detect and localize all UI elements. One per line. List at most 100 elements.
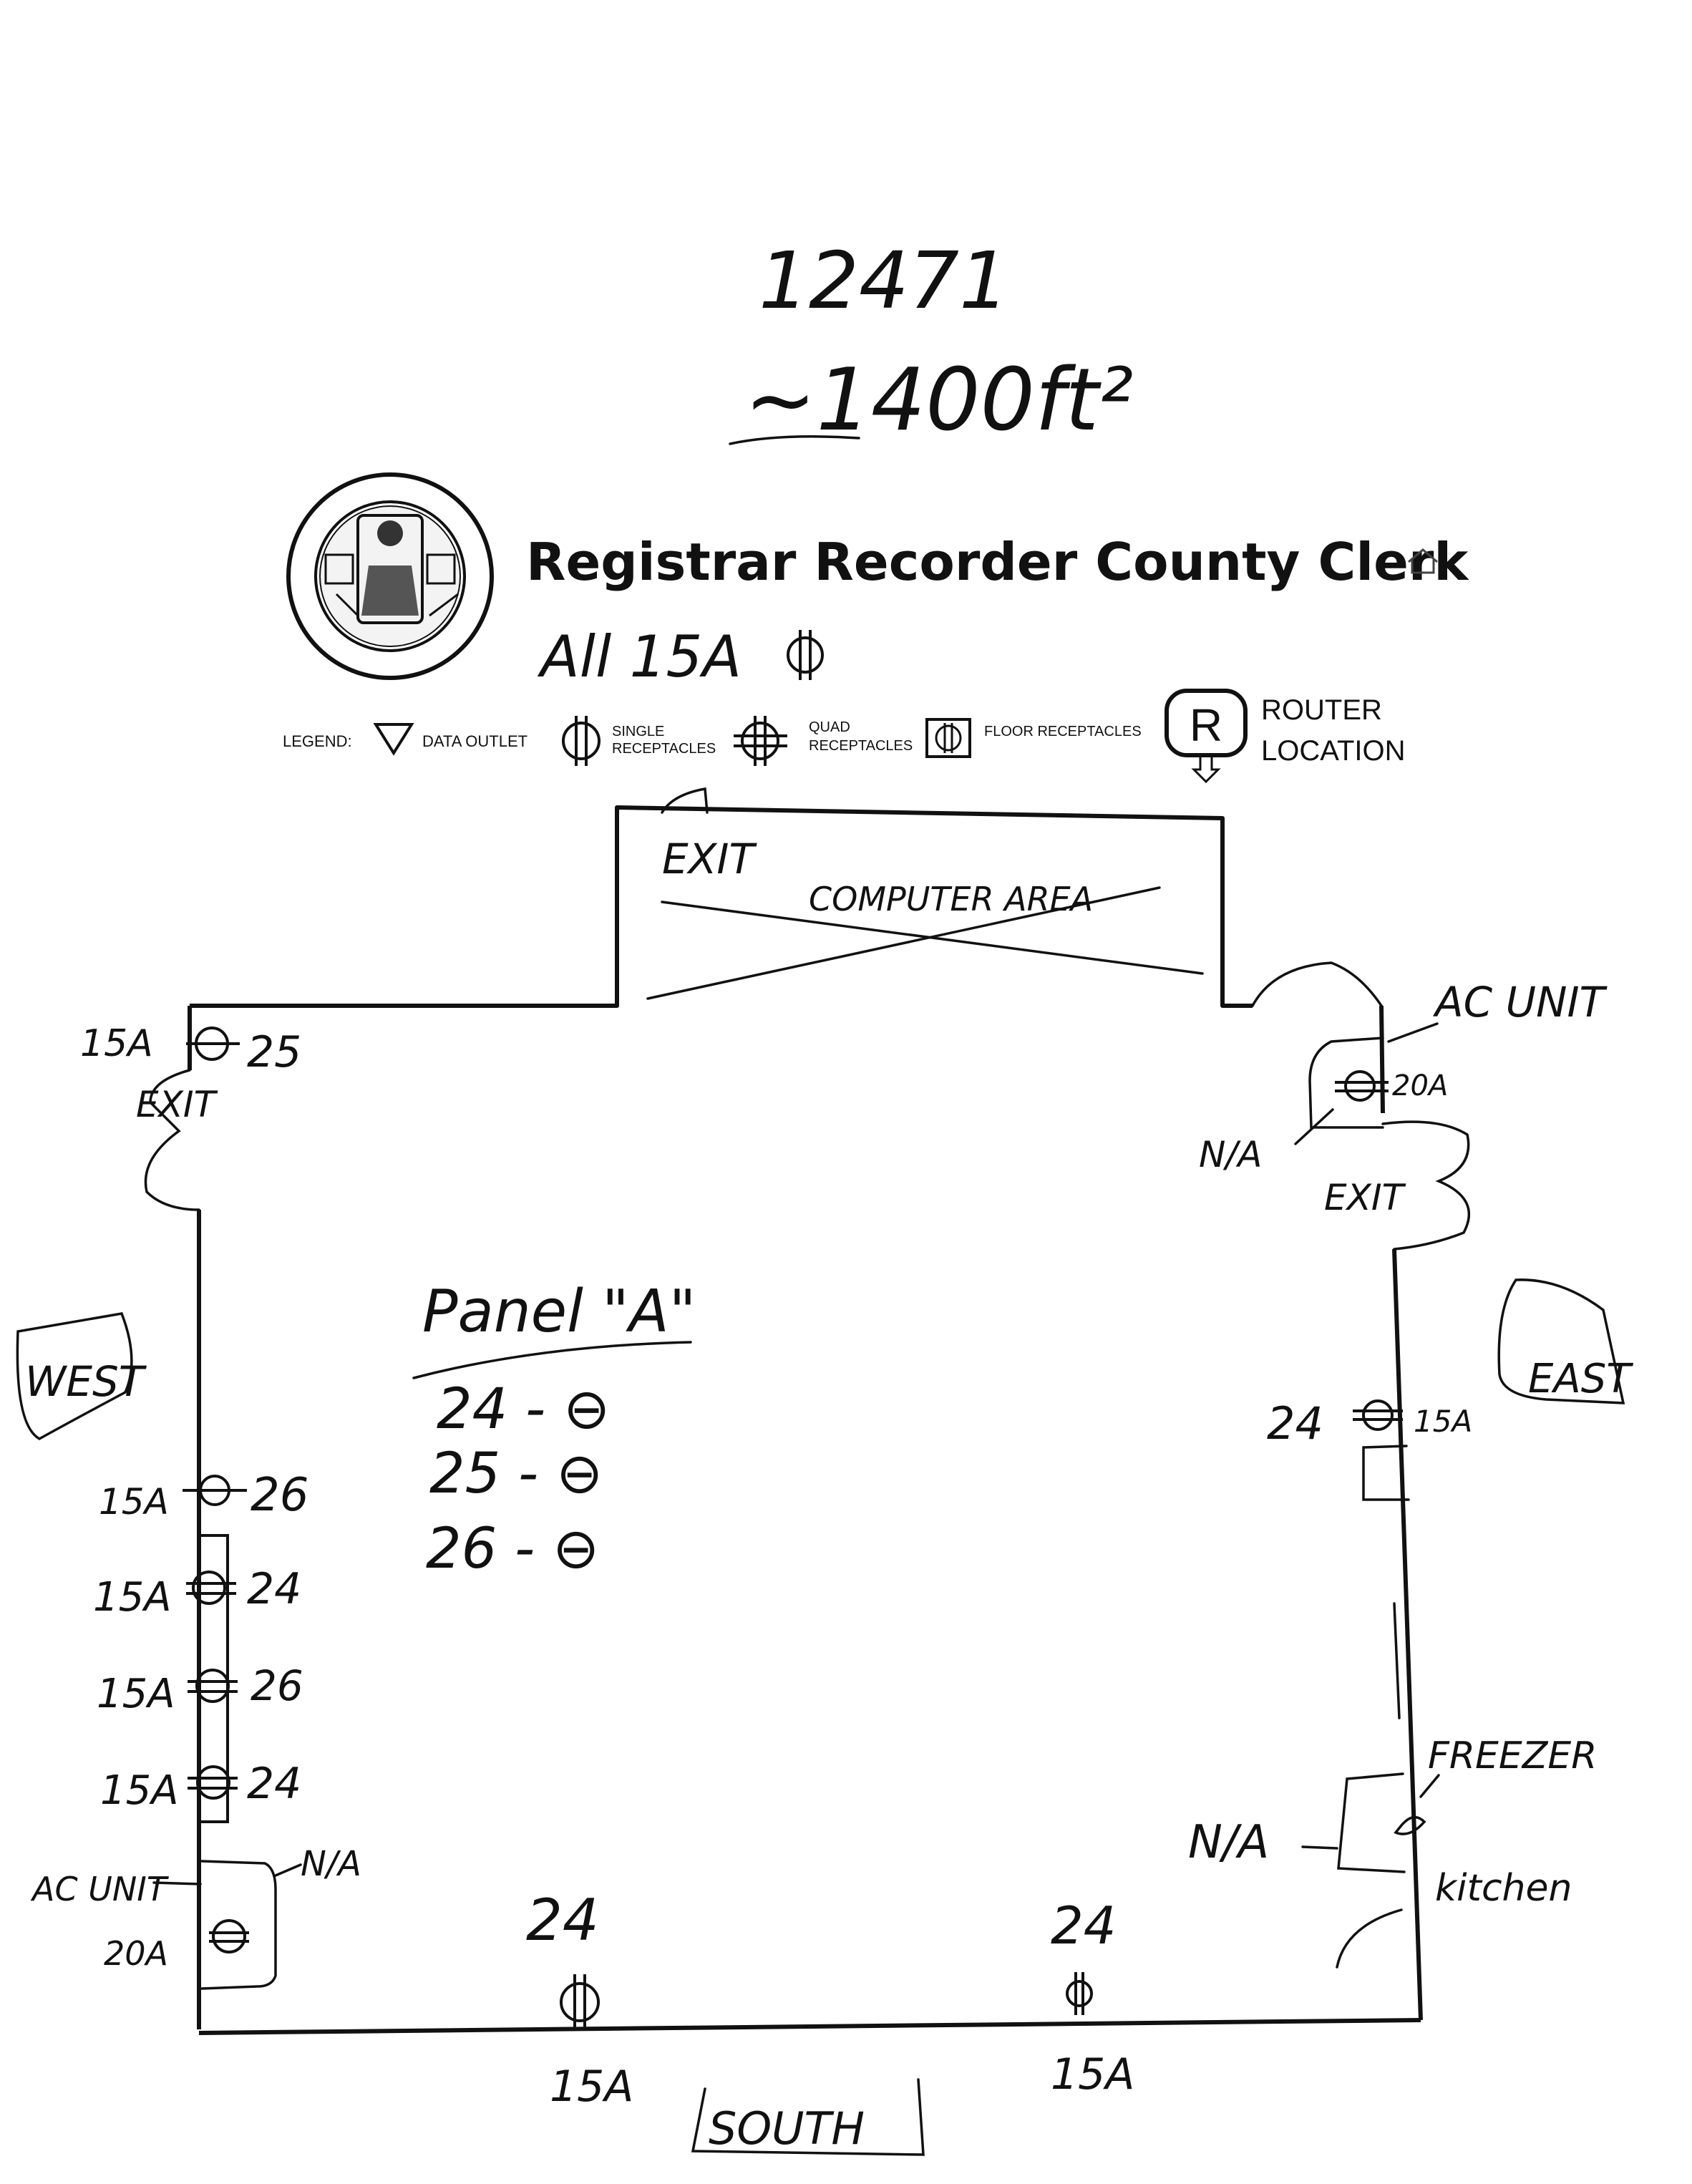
east-label: EAST (1528, 1356, 1633, 1402)
legend-single-line1: SINGLE (612, 724, 664, 739)
freezer-outlet-icon (1394, 1815, 1426, 1835)
freezer-leader (1419, 1774, 1440, 1798)
west-label: WEST (25, 1357, 147, 1406)
south-label: SOUTH (709, 2102, 865, 2155)
ac-unit-left-label: AC UNIT (30, 1870, 170, 1908)
outlet-south-2-amps: 15A (1051, 2049, 1134, 2100)
west-ac-unit-box (200, 1860, 277, 1990)
outlet-west-3-icon (188, 1669, 238, 1703)
panel-a-schedule: Panel "A" 24 - ⊖ 25 - ⊖ 26 - ⊖ (412, 1278, 696, 1581)
outlet-top-left-circuit: 25 (247, 1027, 301, 1077)
south-direction-box (691, 2078, 925, 2156)
outlet-west-2-icon (186, 1571, 236, 1605)
legend-floor: FLOOR RECEPTACLES (984, 724, 1142, 739)
legend-single-line2: RECEPTACLES (612, 741, 716, 757)
computer-area-cross-b (646, 886, 1161, 1000)
single-receptacle-note-icon (787, 630, 824, 680)
east-exit-door (1381, 1120, 1471, 1251)
na-kitchen-label: N/A (1188, 1816, 1269, 1869)
square-footage: ~1400ft² (744, 351, 1133, 450)
ac-unit-right-amps: 20A (1392, 1069, 1448, 1102)
freezer-box (1337, 1772, 1406, 1873)
na-kitchen-leader (1301, 1845, 1338, 1850)
outlet-south-1-circuit: 24 (526, 1887, 599, 1954)
outlet-west-4-icon (188, 1765, 238, 1800)
outlet-west-4-amps: 15A (100, 1767, 179, 1814)
outlet-south-1-amps: 15A (550, 2062, 633, 2112)
west-ac-outlet-icon (209, 1919, 249, 1954)
east-fixture-box (1362, 1445, 1410, 1501)
exit-left-label: EXIT (136, 1084, 218, 1125)
outlet-west-4-circuit: 24 (247, 1759, 301, 1809)
na-right-top-leader (1294, 1108, 1334, 1145)
job-number: 12471 (759, 235, 1009, 326)
west-direction-box (16, 1312, 133, 1441)
na-left-leader (274, 1863, 302, 1877)
panel-circuit-24: 24 - ⊖ (437, 1377, 610, 1442)
panel-title: Panel "A" (422, 1278, 696, 1346)
panel-underline (412, 1341, 692, 1379)
outlet-west-3-amps: 15A (97, 1671, 175, 1717)
south-wall (198, 2018, 1421, 2035)
west-exit-door (144, 1069, 200, 1211)
legend-data-outlet: DATA OUTLET (422, 732, 527, 750)
router-icon: R (1165, 689, 1248, 784)
single-receptacle-icon (562, 716, 601, 766)
exit-right-label: EXIT (1324, 1177, 1406, 1218)
legend-router-line1: ROUTER (1261, 694, 1382, 726)
outlet-west-3-circuit: 26 (251, 1661, 303, 1710)
north-east-door (1251, 961, 1383, 1007)
east-wall (1392, 1248, 1423, 2021)
outlet-west-1-icon (183, 1475, 247, 1506)
na-right-top-label: N/A (1199, 1134, 1262, 1175)
building-outline (188, 805, 1423, 2035)
home-icon (1408, 548, 1438, 574)
east-wall-top (1379, 1005, 1385, 1114)
outlet-south-2-icon (1066, 1972, 1093, 2015)
ac-unit-right-label: AC UNIT (1432, 978, 1608, 1027)
kitchen-label: kitchen (1435, 1867, 1572, 1910)
freezer-label: FREEZER (1428, 1734, 1597, 1777)
router-symbol: R (1190, 699, 1222, 751)
legend: LEGEND: DATA OUTLET SINGLE RECEPTACLES Q… (283, 689, 1406, 784)
exit-top-label: EXIT (662, 835, 757, 883)
panel-circuit-25: 25 - ⊖ (429, 1442, 603, 1506)
outlet-top-left-amps: 15A (80, 1022, 153, 1065)
area-underline (729, 435, 860, 445)
quad-receptacle-icon (734, 716, 787, 766)
north-wall (190, 805, 1253, 1008)
page-title: Registrar Recorder County Clerk (526, 532, 1469, 592)
outlet-east-amps: 15A (1414, 1404, 1472, 1439)
east-ac-unit-box (1308, 1037, 1384, 1129)
county-seal (286, 472, 494, 680)
kitchen-door (1336, 1908, 1403, 1969)
all-15a-note: All 15A (537, 623, 742, 690)
outlet-east-circuit: 24 (1267, 1397, 1323, 1450)
ac-unit-right-leader (1387, 1022, 1439, 1043)
outlet-top-left-icon (186, 1027, 240, 1061)
outlet-west-2-amps: 15A (93, 1574, 172, 1621)
ac-unit-left-amps: 20A (104, 1934, 168, 1973)
outlet-south-1-icon (560, 1974, 600, 2030)
outlet-west-1-amps: 15A (99, 1481, 169, 1523)
east-ac-outlet-icon (1335, 1070, 1389, 1102)
outlet-west-2-circuit: 24 (247, 1564, 301, 1614)
outlet-south-2-circuit: 24 (1051, 1896, 1117, 1956)
na-left-label: N/A (301, 1844, 361, 1884)
legend-quad-line2: RECEPTACLES (809, 738, 913, 754)
data-outlet-icon (373, 723, 414, 756)
top-exit-door (661, 787, 709, 814)
east-window (1393, 1602, 1401, 1719)
outlet-east-icon (1353, 1399, 1403, 1431)
ac-unit-left-leader (152, 1881, 202, 1885)
computer-area-label: COMPUTER AREA (809, 880, 1093, 918)
east-direction-box (1497, 1278, 1625, 1404)
floor-receptacle-icon (925, 718, 971, 758)
legend-label: LEGEND: (283, 732, 352, 750)
outlet-west-1-circuit: 26 (251, 1469, 308, 1522)
panel-circuit-26: 26 - ⊖ (426, 1517, 599, 1581)
legend-quad-line1: QUAD (809, 719, 850, 735)
legend-router-line2: LOCATION (1261, 735, 1406, 767)
